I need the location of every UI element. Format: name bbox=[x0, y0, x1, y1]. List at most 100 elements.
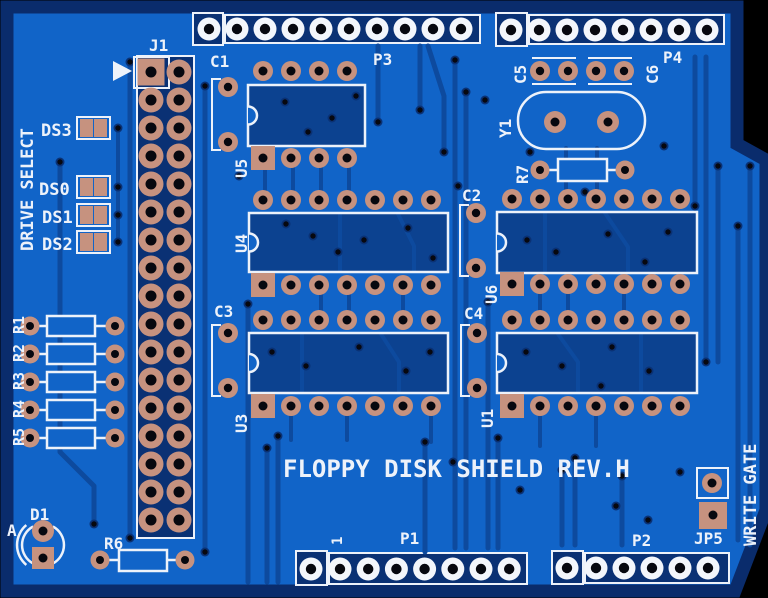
label-r5: R5 bbox=[10, 428, 28, 446]
u5-pad-hole bbox=[314, 153, 324, 163]
label-u6: U6 bbox=[482, 285, 501, 304]
r5-pad-hole bbox=[26, 434, 34, 442]
label-c1: C1 bbox=[210, 52, 229, 71]
via-hole bbox=[269, 349, 275, 355]
via-hole bbox=[517, 487, 523, 493]
via-hole bbox=[361, 237, 367, 243]
label-r7: R7 bbox=[513, 165, 532, 184]
p1-pin-hole bbox=[305, 563, 317, 575]
label-c2: C2 bbox=[462, 186, 481, 205]
u4-pad-hole bbox=[342, 280, 352, 290]
label-r6: R6 bbox=[104, 534, 123, 553]
j1-pad-hole bbox=[145, 318, 157, 330]
via-hole bbox=[527, 149, 533, 155]
via-hole bbox=[559, 363, 565, 369]
r4-body bbox=[45, 398, 97, 422]
label-u1: U1 bbox=[478, 409, 497, 428]
p3-pin-hole bbox=[427, 23, 439, 35]
u6-pad-hole bbox=[563, 279, 573, 289]
u6-pad-hole bbox=[535, 279, 545, 289]
via-hole bbox=[264, 445, 270, 451]
u3-pin1-pad-hole bbox=[258, 401, 268, 411]
r2-pad-hole bbox=[26, 350, 34, 358]
p4-pin-hole bbox=[673, 24, 685, 36]
via-hole bbox=[202, 83, 208, 89]
label-c4: C4 bbox=[464, 304, 483, 323]
label-y1: Y1 bbox=[496, 119, 515, 138]
y1-pad-hole bbox=[603, 117, 613, 127]
u3-pad-hole bbox=[370, 315, 380, 325]
j1-pad-hole bbox=[145, 234, 157, 246]
u5-fill bbox=[248, 85, 365, 146]
p2-pin-hole bbox=[561, 562, 573, 574]
u3-pad-hole bbox=[258, 315, 268, 325]
p3-pin-hole bbox=[259, 23, 271, 35]
via-hole bbox=[598, 383, 604, 389]
via-hole bbox=[57, 159, 63, 165]
p3-pin-hole bbox=[287, 23, 299, 35]
p1-pin-hole bbox=[447, 563, 458, 575]
label-r2: R2 bbox=[10, 344, 28, 362]
via-hole bbox=[452, 57, 458, 63]
via-hole bbox=[245, 301, 251, 307]
r1-pad-hole bbox=[26, 322, 34, 330]
via-hole bbox=[677, 469, 683, 475]
u4-pad-hole bbox=[426, 280, 436, 290]
label-d1: D1 bbox=[30, 505, 49, 524]
r6-pad-hole bbox=[181, 556, 189, 564]
via-hole bbox=[485, 299, 491, 305]
via-hole bbox=[422, 439, 428, 445]
via-hole bbox=[523, 349, 529, 355]
d1-pad-hole bbox=[38, 526, 48, 536]
via-hole bbox=[495, 435, 501, 441]
u6-pad-hole bbox=[619, 279, 629, 289]
r2-body bbox=[45, 342, 97, 366]
p1-pin-hole bbox=[475, 563, 487, 575]
u1-pad-hole bbox=[535, 401, 545, 411]
j1-pad-hole bbox=[173, 318, 185, 330]
p1-pin-hole bbox=[334, 563, 346, 575]
label-c6: C6 bbox=[643, 65, 662, 84]
label-p4: P4 bbox=[663, 48, 682, 67]
via-hole bbox=[582, 189, 588, 195]
c3-outline bbox=[211, 324, 221, 397]
ds2-pad bbox=[94, 233, 107, 251]
label-c3: C3 bbox=[214, 302, 233, 321]
label-ds3: DS3 bbox=[41, 121, 72, 141]
p3-pin-hole bbox=[455, 23, 467, 35]
u3-pad-hole bbox=[314, 401, 324, 411]
j1-pad-hole bbox=[173, 290, 185, 302]
via-hole bbox=[482, 97, 488, 103]
u3-pad-hole bbox=[342, 401, 352, 411]
u4-pad-hole bbox=[342, 195, 352, 205]
r3-pad-hole bbox=[26, 378, 34, 386]
via-hole bbox=[115, 125, 121, 131]
j1-pad-hole bbox=[173, 234, 185, 246]
j1-pad-hole bbox=[173, 458, 185, 470]
c6-pad-hole bbox=[591, 66, 601, 76]
ds3-pad bbox=[94, 119, 107, 137]
u4-pad-hole bbox=[314, 195, 324, 205]
u4-pad-hole bbox=[426, 195, 436, 205]
d1-outline bbox=[20, 525, 34, 565]
copper-trace bbox=[603, 211, 630, 274]
j1-pad-hole bbox=[145, 514, 157, 526]
d1-outline bbox=[15, 524, 28, 566]
c4-pad-hole bbox=[472, 383, 482, 393]
u1-pad-hole bbox=[675, 401, 685, 411]
via-hole bbox=[463, 89, 469, 95]
j1-pad-hole bbox=[173, 402, 185, 414]
c5-pad-hole bbox=[535, 66, 545, 76]
p3-pin-hole bbox=[231, 23, 243, 35]
copper-trace bbox=[556, 332, 580, 394]
via-hole bbox=[455, 183, 461, 189]
via-hole bbox=[619, 473, 625, 479]
p3-pin-hole bbox=[399, 23, 411, 35]
j1-pad-hole bbox=[145, 122, 157, 134]
p4-pin-hole bbox=[505, 24, 517, 36]
j1-pad-hole bbox=[173, 374, 185, 386]
u5-pad-hole bbox=[342, 66, 352, 76]
